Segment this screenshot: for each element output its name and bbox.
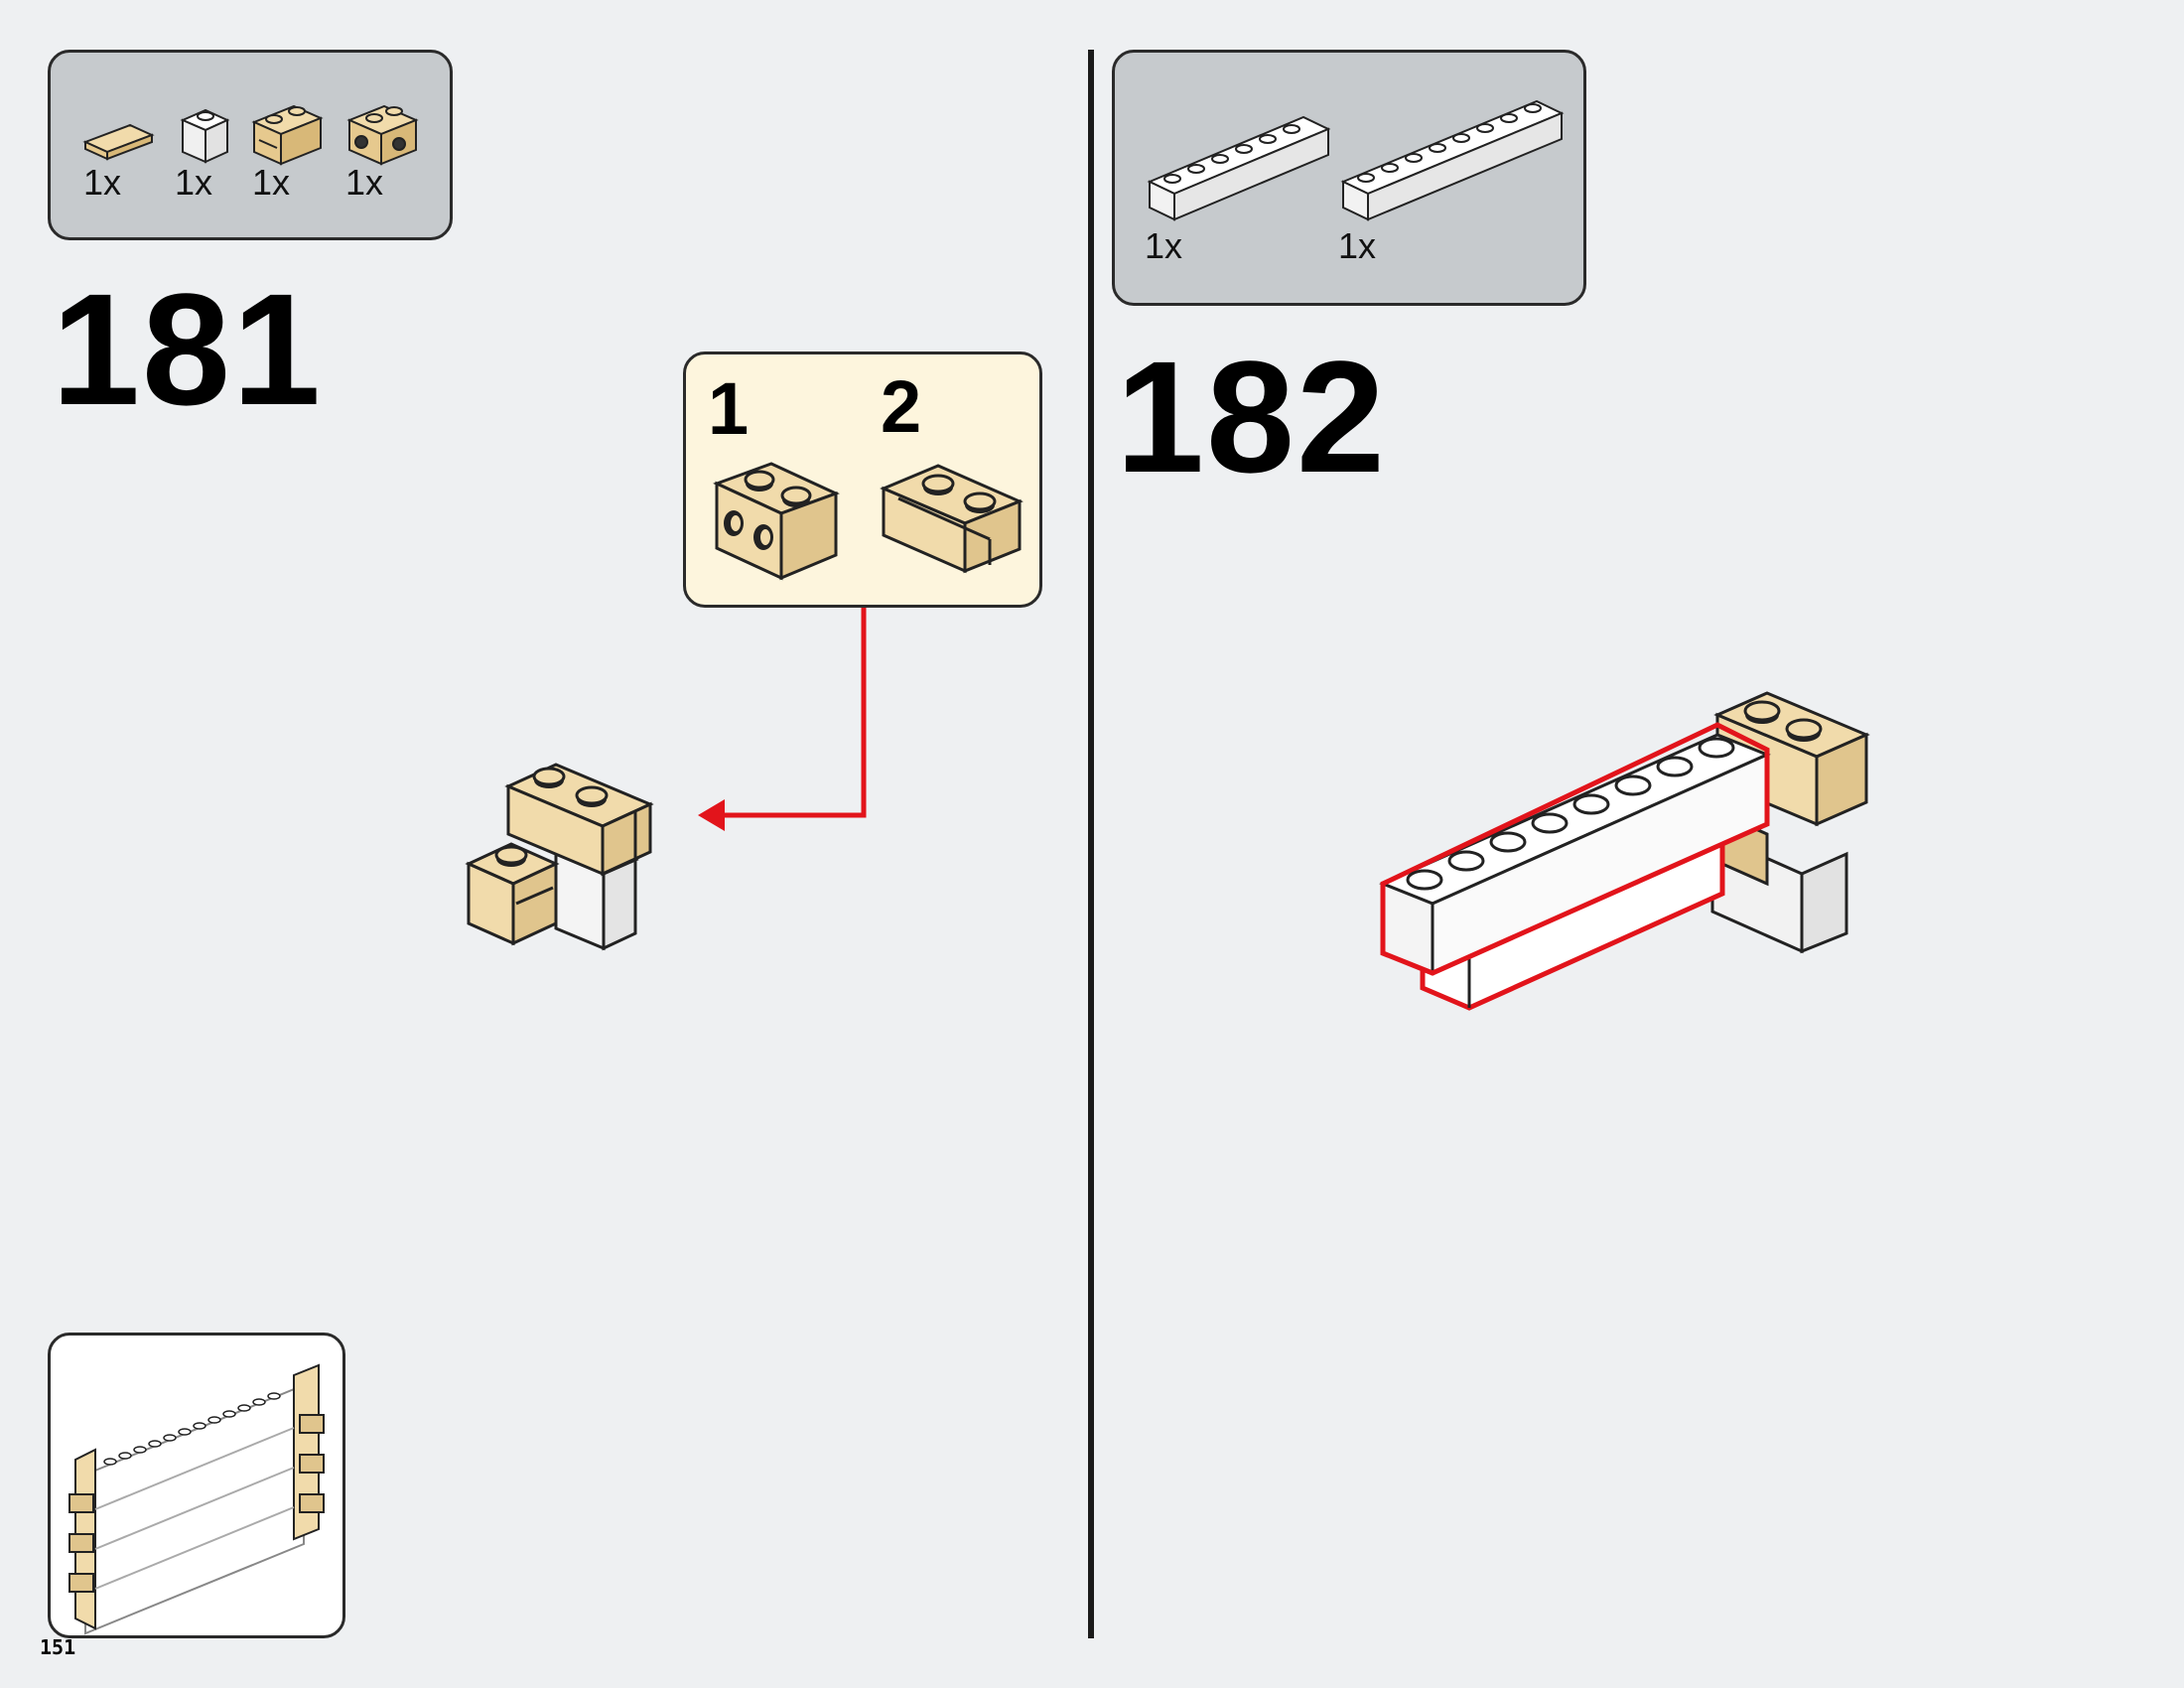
- tan-brick-1x2-side-studs-icon: [346, 104, 419, 166]
- step-182-model-illustration: [1379, 691, 1870, 1011]
- sub-step-number: 2: [881, 365, 922, 448]
- part-qty: 1x: [252, 162, 291, 203]
- white-brick-1x1-icon: [180, 108, 230, 164]
- step-divider: [1088, 50, 1094, 1638]
- part-qty: 1x: [1145, 225, 1183, 266]
- assembly-preview: [48, 1333, 345, 1638]
- parts-list-step-182: 1x 1x: [1112, 50, 1586, 306]
- white-brick-1x6-icon: [1147, 115, 1331, 221]
- parts-list-step-181: 1x 1x 1x 1x: [48, 50, 453, 240]
- white-brick-1x8-icon: [1340, 99, 1565, 221]
- part-qty: 1x: [175, 162, 213, 203]
- step-number-182: 182: [1116, 328, 1387, 505]
- sub-assembly-callout: 1 2: [683, 352, 1042, 608]
- sub-step-2-brick-icon: [880, 464, 1024, 574]
- tan-brick-1x2-groove-icon: [251, 104, 324, 166]
- tan-tile-1x2-icon: [82, 123, 155, 161]
- wall-assembly-preview-icon: [68, 1363, 325, 1635]
- step-181-model-illustration: [465, 763, 654, 951]
- part-qty: 1x: [1338, 225, 1377, 266]
- page-number: 151: [40, 1635, 76, 1659]
- part-qty: 1x: [345, 162, 384, 203]
- part-qty: 1x: [83, 162, 122, 203]
- sub-step-number: 1: [708, 367, 750, 450]
- sub-step-1-brick-icon: [713, 462, 840, 581]
- step-number-181: 181: [52, 260, 323, 438]
